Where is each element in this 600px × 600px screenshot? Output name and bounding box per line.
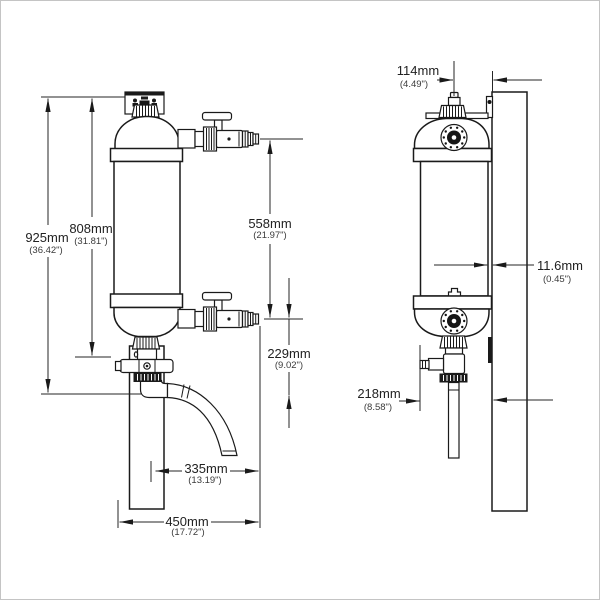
top-gland-cap-front (131, 104, 160, 118)
drain-pipe-side (447, 381, 460, 459)
body-side (419, 160, 489, 297)
bottom-collar-side (412, 295, 493, 310)
dim-overall-width-in: (17.72") (171, 527, 204, 538)
dim-port-height-mm: 558mm (248, 216, 291, 231)
upper-port-end-on (440, 123, 468, 152)
housing-front (109, 115, 184, 338)
dim-center-reach-in: (13.19") (188, 475, 221, 486)
dim-drain-reach-in: (8.58") (364, 402, 392, 413)
dim-wall-offset-in: (4.49") (400, 79, 428, 90)
side-dimensions: 114mm (4.49") 11.6mm (0.45") 218mm (8.58… (357, 61, 583, 413)
top-collar-front (109, 147, 184, 163)
lower-port-end-on (440, 307, 468, 335)
front-dimensions: 925mm (36.42") 808mm (31.81") 558mm (21.… (25, 96, 311, 538)
lower-wall-clip (488, 337, 493, 363)
drip-nipple (133, 351, 139, 358)
dim-center-reach-mm: 335mm (184, 461, 227, 476)
bottom-collar-front (109, 293, 184, 309)
drain-elbow (139, 379, 169, 399)
side-view: 114mm (4.49") 11.6mm (0.45") 218mm (8.58… (357, 61, 583, 512)
drain-valve-side (442, 353, 466, 375)
dim-wall-offset-mm: 114mm (397, 63, 439, 78)
bottom-gland-cap-front (131, 336, 161, 350)
dim-overall-height-mm: 925mm (25, 230, 68, 245)
drain-hose (166, 382, 238, 457)
bottom-gland-cap-side (439, 335, 468, 349)
dim-wall-gap-in: (0.45") (543, 274, 571, 285)
drain-assembly-front (114, 336, 238, 457)
dim-body-height-in: (31.81") (74, 236, 107, 247)
top-dome-front (114, 115, 180, 150)
lower-port-valve (177, 291, 260, 332)
valve-handle-side (447, 287, 462, 297)
top-gland-cap-side (438, 104, 467, 119)
bottom-dome-front (113, 306, 181, 338)
dim-body-height-mm: 808mm (69, 221, 112, 236)
front-view: 925mm (36.42") 808mm (31.81") 558mm (21.… (25, 91, 311, 538)
dim-drain-drop-in: (9.02") (275, 360, 303, 371)
upper-port-valve (177, 111, 260, 152)
drain-barb-side (419, 359, 430, 370)
dim-drain-drop-mm: 229mm (267, 346, 310, 361)
dim-overall-width-mm: 450mm (165, 514, 208, 529)
dim-wall-gap-mm: 11.6mm (537, 258, 583, 273)
dim-port-height-in: (21.97") (253, 230, 286, 241)
housing-side (412, 91, 493, 338)
wall-panel-side (491, 91, 528, 512)
body-front (113, 160, 181, 296)
dim-drain-reach-mm: 218mm (357, 386, 400, 401)
dim-overall-height-in: (36.42") (29, 245, 62, 256)
drain-assembly-side (419, 335, 468, 459)
